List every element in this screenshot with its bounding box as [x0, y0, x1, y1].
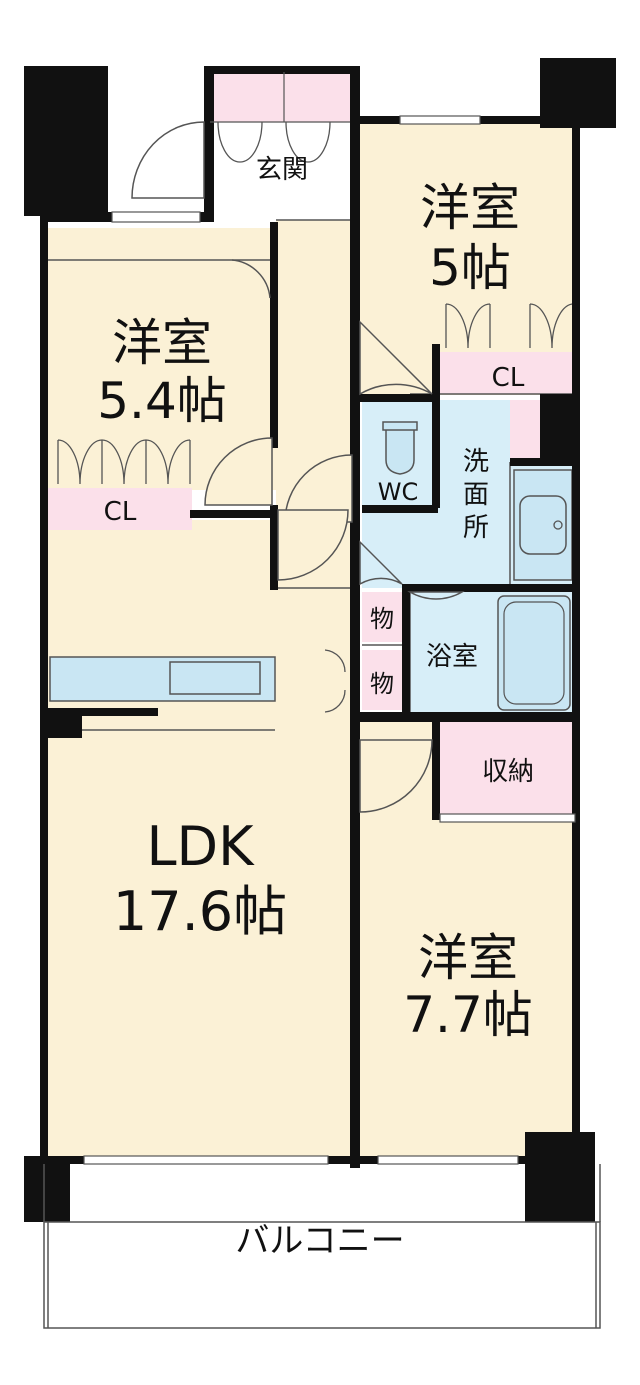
column: [525, 1132, 595, 1222]
ldk-name: LDK: [146, 815, 255, 878]
wall: [540, 394, 576, 462]
washroom-label-2: 面: [463, 480, 489, 510]
wall: [350, 116, 400, 124]
door-swing: [204, 437, 273, 506]
balcony-label: バルコニー: [235, 1221, 404, 1261]
closet-west-label: CL: [104, 497, 137, 527]
bathroom-label: 浴室: [426, 642, 478, 672]
wall: [350, 718, 360, 1168]
bedroom-north-east-name: 洋室: [420, 179, 520, 237]
balcony-outline: [43, 1164, 601, 1329]
closet-door: [324, 649, 346, 713]
kitchen-sink: [169, 661, 261, 695]
window: [399, 115, 481, 125]
wall: [40, 214, 48, 1164]
closet-north-east-floor: [440, 352, 575, 394]
door-swing: [407, 591, 465, 600]
door-swing: [359, 540, 403, 586]
storage-small-2-label: 物: [370, 670, 394, 698]
storage-label: 収納: [482, 757, 534, 787]
storage-sliding-door: [439, 813, 576, 823]
bedroom-south-east-size: 7.7帖: [403, 986, 533, 1044]
bedroom-south-east-name: 洋室: [418, 929, 518, 987]
bedroom-north-east-size: 5帖: [429, 239, 511, 297]
wall: [270, 222, 278, 448]
wall: [82, 708, 158, 716]
closet-west-floor: [46, 488, 192, 530]
toilet-label: WC: [378, 478, 419, 506]
bedroom-west-floor: [46, 228, 276, 490]
entrance-label: 玄関: [256, 155, 308, 185]
wall: [480, 116, 550, 124]
bathtub-inner: [503, 601, 565, 705]
wall: [510, 458, 576, 466]
wall: [40, 708, 82, 738]
balcony-rail: [43, 1221, 601, 1329]
column: [540, 58, 616, 128]
wall: [40, 212, 112, 222]
closet-door: [101, 439, 147, 485]
ldk-size: 17.6帖: [113, 880, 287, 943]
window: [83, 1155, 329, 1165]
closet-door: [529, 303, 573, 349]
washroom-label-1: 洗: [463, 447, 489, 477]
entrance-storage-floor: [210, 72, 350, 122]
door-swing: [277, 509, 349, 581]
kitchen-counter: [49, 656, 276, 702]
washbasin-bowl: [519, 495, 567, 555]
windows: [83, 115, 519, 1165]
washbasin-tap: [553, 520, 563, 530]
wall: [204, 66, 214, 216]
wall: [190, 510, 278, 518]
storage-floor: [440, 722, 575, 814]
toilet-bowl: [382, 421, 418, 475]
door-swing: [359, 739, 433, 813]
bedroom-west-name: 洋室: [112, 314, 212, 372]
door-swing: [359, 320, 433, 396]
room-labels: 玄関 洋室 5帖 洋室 5.4帖 CL CL WC 洗 面 所 物 物 浴室 収…: [97, 155, 534, 1261]
closet-door: [217, 121, 331, 163]
column: [24, 1156, 70, 1222]
wall: [40, 490, 48, 530]
bedroom-west-size: 5.4帖: [97, 372, 227, 430]
entrance-door-swing: [131, 121, 205, 199]
wall: [404, 584, 580, 592]
wall: [432, 716, 440, 820]
washbasin: [513, 469, 573, 581]
storage-small-1-label: 物: [370, 605, 394, 633]
storage-small-2-floor: [362, 650, 404, 710]
wall: [362, 505, 438, 513]
floor-fills: [46, 72, 575, 1160]
closet-north-east-label: CL: [492, 363, 525, 393]
doors: [131, 121, 465, 813]
wall: [572, 120, 580, 1140]
window: [111, 211, 201, 223]
closet-doors: [57, 121, 573, 713]
wall: [402, 584, 410, 718]
bedroom-north-east-floor: [360, 122, 575, 395]
closet-door: [445, 303, 491, 349]
wall: [204, 66, 360, 74]
sliding-door: [439, 813, 576, 823]
door-swing: [231, 259, 271, 299]
washroom-shelf-floor: [510, 400, 542, 462]
entrance-floor: [210, 122, 350, 212]
wall: [270, 505, 278, 590]
storage-small-1-floor: [362, 592, 404, 642]
window: [377, 1155, 519, 1165]
wall: [432, 344, 440, 508]
closet-door: [57, 439, 103, 485]
column: [24, 66, 108, 216]
wall: [350, 712, 580, 722]
ldk-floor: [46, 520, 358, 1160]
closet-door: [145, 439, 191, 485]
wall: [200, 212, 214, 222]
wall: [350, 394, 440, 402]
bathtub: [497, 595, 571, 711]
washroom-label-3: 所: [463, 513, 489, 543]
